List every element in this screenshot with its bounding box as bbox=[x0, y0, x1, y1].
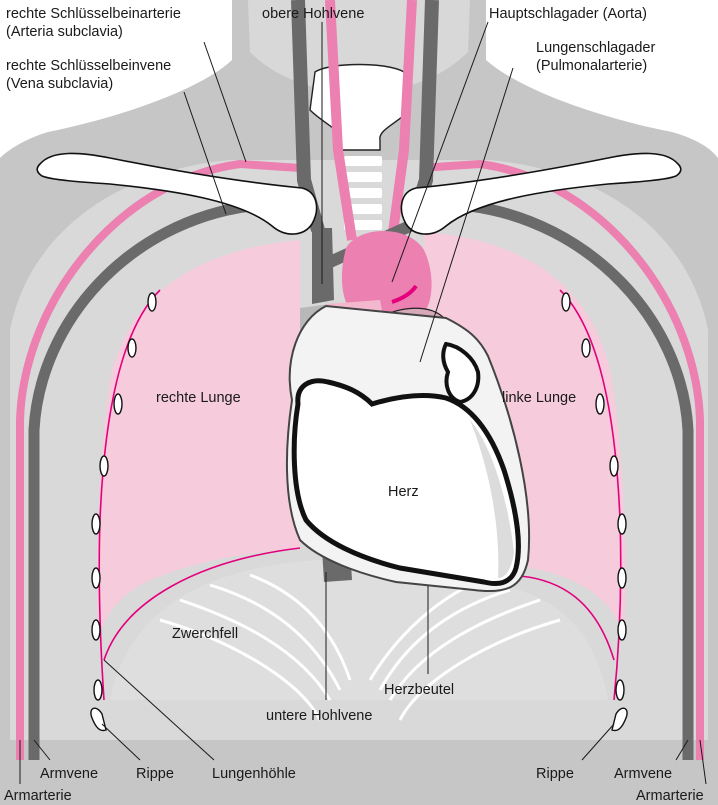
rib-left-2 bbox=[128, 339, 136, 357]
label-left-lung: linke Lunge bbox=[502, 390, 576, 406]
label-subclavian-artery-1: rechte Schlüsselbeinarterie bbox=[6, 6, 181, 22]
rib-right-5 bbox=[618, 514, 626, 534]
label-pleural-cavity: Lungenhöhle bbox=[212, 766, 296, 782]
label-right-lung: rechte Lunge bbox=[156, 390, 241, 406]
label-arm-artery-right: Armarterie bbox=[636, 788, 704, 804]
rib-right-7 bbox=[618, 620, 626, 640]
label-arm-vein-right: Armvene bbox=[614, 766, 672, 782]
label-inferior-vena-cava: untere Hohlvene bbox=[266, 708, 372, 724]
rib-right-1 bbox=[562, 293, 570, 311]
label-superior-vena-cava: obere Hohlvene bbox=[262, 6, 364, 22]
label-aorta: Hauptschlagader (Aorta) bbox=[489, 6, 647, 22]
label-pericardium: Herzbeutel bbox=[384, 682, 454, 698]
rib-left-5 bbox=[92, 514, 100, 534]
label-subclavian-artery-2: (Arteria subclavia) bbox=[6, 24, 123, 40]
rib-right-4 bbox=[610, 456, 618, 476]
superior-vena-cava-vessel bbox=[312, 228, 334, 304]
rib-left-7 bbox=[92, 620, 100, 640]
rib-left-4 bbox=[100, 456, 108, 476]
rib-right-2 bbox=[582, 339, 590, 357]
label-rib-right: Rippe bbox=[536, 766, 574, 782]
rib-left-6 bbox=[92, 568, 100, 588]
label-arm-vein-left: Armvene bbox=[40, 766, 98, 782]
label-heart: Herz bbox=[388, 484, 419, 500]
rib-right-3 bbox=[596, 394, 604, 414]
label-diaphragm: Zwerchfell bbox=[172, 626, 238, 642]
rib-left-1 bbox=[148, 293, 156, 311]
rib-left-8 bbox=[94, 680, 102, 700]
rib-right-8 bbox=[616, 680, 624, 700]
label-subclavian-vein-2: (Vena subclavia) bbox=[6, 76, 113, 92]
label-pulmonary-artery-1: Lungenschlagader bbox=[536, 40, 655, 56]
label-subclavian-vein-1: rechte Schlüsselbeinvene bbox=[6, 58, 171, 74]
rib-left-3 bbox=[114, 394, 122, 414]
label-arm-artery-left: Armarterie bbox=[4, 788, 72, 804]
label-pulmonary-artery-2: (Pulmonalarterie) bbox=[536, 58, 647, 74]
rib-right-6 bbox=[618, 568, 626, 588]
label-rib-left: Rippe bbox=[136, 766, 174, 782]
